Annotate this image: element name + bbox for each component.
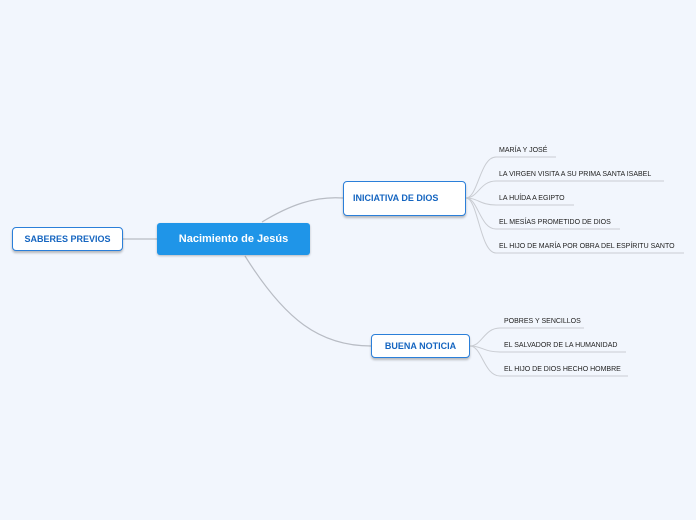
connector-leaf-3	[465, 197, 574, 206]
subtopic-item[interactable]: LA VIRGEN VISITA A SU PRIMA SANTA ISABEL	[499, 171, 652, 178]
topic-saberes-previos-label: SABERES PREVIOS	[24, 233, 111, 244]
connector-root-iniciativa	[261, 197, 344, 223]
topic-iniciativa-de-dios-label: INICIATIVA DE DIOS	[353, 193, 439, 203]
subtopic-item[interactable]: EL SALVADOR DE LA HUMANIDAD	[504, 342, 618, 349]
topic-iniciativa-de-dios[interactable]: INICIATIVA DE DIOS	[343, 181, 466, 216]
connector-leaf-7	[469, 345, 626, 353]
subtopic-item[interactable]: LA HUÍDA A EGIPTO	[499, 195, 565, 202]
root-topic-label: Nacimiento de Jesús	[178, 233, 289, 245]
subtopic-item[interactable]: POBRES Y SENCILLOS	[504, 318, 581, 325]
connector-leaf-2	[465, 180, 664, 199]
topic-buena-noticia[interactable]: BUENA NOTICIA	[371, 334, 470, 358]
subtopic-item[interactable]: MARÍA Y JOSÉ	[499, 147, 548, 154]
topic-buena-noticia-label: BUENA NOTICIA	[384, 340, 457, 351]
topic-saberes-previos[interactable]: SABERES PREVIOS	[12, 227, 123, 251]
subtopic-item[interactable]: EL HIJO DE MARÍA POR OBRA DEL ESPÍRITU S…	[499, 243, 675, 250]
connector-leaf-8	[469, 345, 628, 377]
subtopic-item[interactable]: EL HIJO DE DIOS HECHO HOMBRE	[504, 366, 621, 373]
connector-leaf-1	[465, 156, 556, 199]
connector-root-buena	[244, 255, 372, 347]
subtopic-item[interactable]: EL MESÍAS PROMETIDO DE DIOS	[499, 219, 611, 226]
connector-leaf-6	[469, 327, 584, 347]
connector-leaf-5	[465, 197, 684, 254]
root-topic[interactable]: Nacimiento de Jesús	[157, 223, 310, 255]
